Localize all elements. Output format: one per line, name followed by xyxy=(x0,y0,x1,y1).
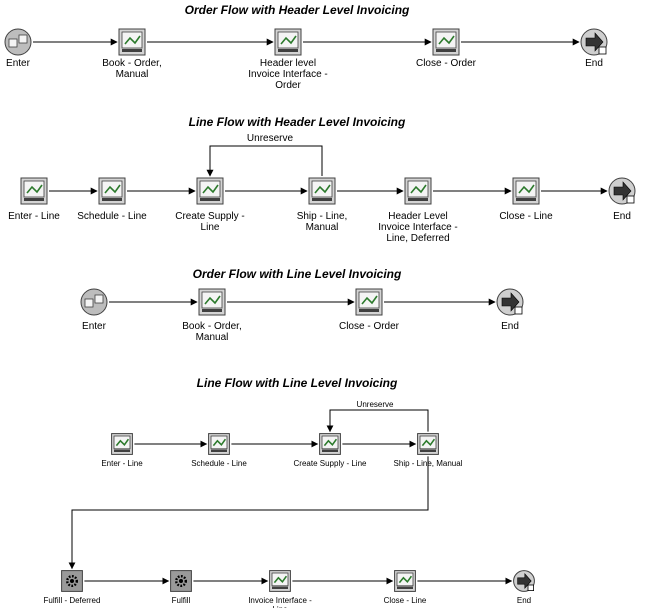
node-label-end: End xyxy=(585,58,603,69)
edges-layer xyxy=(33,38,608,585)
node-function-icon[interactable] xyxy=(432,28,460,56)
node-label-enter-line: Enter - Line xyxy=(8,211,60,222)
node-label-close-order: Close - Order xyxy=(415,58,476,69)
node-function-icon[interactable] xyxy=(196,177,224,205)
diagram-title-order-line: Order Flow with Line Level Invoicing xyxy=(192,267,402,281)
node-label-header-level-invoice-interface-order: Header level Invoice Interface - Order xyxy=(248,58,328,91)
node-function-icon[interactable] xyxy=(404,177,432,205)
node-gear-icon[interactable] xyxy=(61,570,83,592)
node-label-ship-line-manual: Ship - Line, Manual xyxy=(393,459,463,468)
unreserve-loop-arrow xyxy=(206,145,323,177)
node-label-end: End xyxy=(501,321,519,332)
node-label-create-supply-line: Create Supply - Line xyxy=(175,211,245,233)
node-label-enter-line: Enter - Line xyxy=(101,459,143,468)
node-label-enter: Enter xyxy=(82,321,106,332)
node-function-icon[interactable] xyxy=(208,433,230,455)
loop-label-unreserve-2: Unreserve xyxy=(356,400,394,409)
node-label-book-order-manual: Book - Order, Manual xyxy=(182,321,242,343)
node-end-icon[interactable] xyxy=(580,28,608,56)
wrap-transition-arrow xyxy=(68,456,429,570)
diagram-title-order-header: Order Flow with Header Level Invoicing xyxy=(184,3,410,17)
loop-label-unreserve-1: Unreserve xyxy=(246,133,294,144)
node-label-close-line: Close - Line xyxy=(383,596,427,605)
node-label-create-supply-line: Create Supply - Line xyxy=(293,459,367,468)
node-end-icon[interactable] xyxy=(496,288,524,316)
node-label-ship-line-manual: Ship - Line, Manual xyxy=(296,211,348,233)
node-function-icon[interactable] xyxy=(355,288,383,316)
node-function-icon[interactable] xyxy=(308,177,336,205)
node-function-icon[interactable] xyxy=(417,433,439,455)
node-function-icon[interactable] xyxy=(269,570,291,592)
node-function-icon[interactable] xyxy=(20,177,48,205)
diagram-title-line-line: Line Flow with Line Level Invoicing xyxy=(196,376,398,390)
node-function-icon[interactable] xyxy=(319,433,341,455)
node-function-icon[interactable] xyxy=(394,570,416,592)
node-gear-icon[interactable] xyxy=(170,570,192,592)
node-label-close-order: Close - Order xyxy=(338,321,399,332)
node-label-close-line: Close - Line xyxy=(499,211,553,222)
node-label-end: End xyxy=(516,596,532,605)
node-function-icon[interactable] xyxy=(111,433,133,455)
node-function-icon[interactable] xyxy=(98,177,126,205)
node-start-icon[interactable] xyxy=(4,28,32,56)
node-start-icon[interactable] xyxy=(80,288,108,316)
node-function-icon[interactable] xyxy=(274,28,302,56)
node-label-fulfill: Fulfill xyxy=(171,596,191,605)
node-label-book-order-manual: Book - Order, Manual xyxy=(102,58,162,80)
node-label-schedule-line: Schedule - Line xyxy=(191,459,247,468)
node-label-schedule-line: Schedule - Line xyxy=(77,211,147,222)
node-label-header-level-invoice-interface-line-deferred: Header Level Invoice Interface - Line, D… xyxy=(378,211,458,244)
node-label-fulfill-deferred: Fulfill - Deferred xyxy=(43,596,101,605)
node-end-icon[interactable] xyxy=(608,177,636,205)
node-label-enter: Enter xyxy=(6,58,30,69)
diagram-title-line-header: Line Flow with Header Level Invoicing xyxy=(188,115,406,129)
node-label-invoice-interface-line: Invoice Interface - Line xyxy=(248,596,312,608)
unreserve-loop-arrow xyxy=(326,409,429,433)
node-function-icon[interactable] xyxy=(512,177,540,205)
node-label-end: End xyxy=(613,211,631,222)
nodes-layer xyxy=(4,28,636,592)
node-function-icon[interactable] xyxy=(198,288,226,316)
node-function-icon[interactable] xyxy=(118,28,146,56)
node-end-icon[interactable] xyxy=(513,570,535,592)
